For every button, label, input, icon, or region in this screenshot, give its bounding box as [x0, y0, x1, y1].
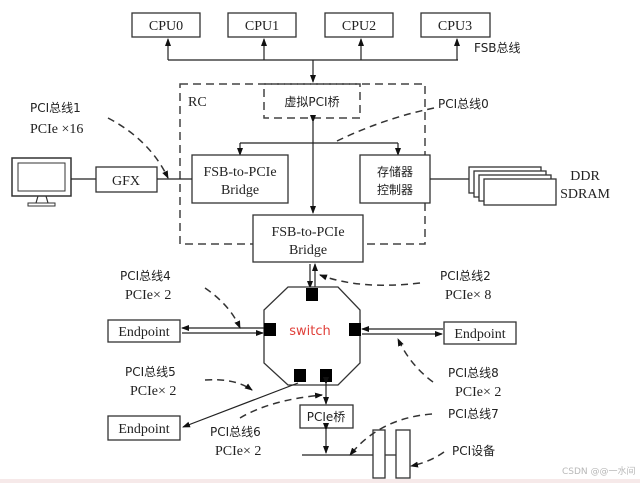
- fsb-bus-label: FSB总线: [474, 41, 521, 55]
- memory-controller: 存储器 控制器: [359, 154, 431, 204]
- bottom-strip: [0, 479, 640, 483]
- pci-bus1-pointer: [107, 117, 169, 179]
- svg-text:存储器: 存储器: [377, 164, 413, 179]
- pci-bus6-label: PCI总线6: [210, 425, 261, 439]
- pci-bus8-pointer: [397, 338, 434, 383]
- svg-text:控制器: 控制器: [377, 183, 413, 197]
- ddr-label: DDR: [570, 169, 600, 184]
- svg-text:Bridge: Bridge: [289, 243, 327, 258]
- switch-port-right: [349, 323, 361, 336]
- cpu-label: CPU0: [149, 19, 183, 34]
- cpu-box-2: CPU2: [324, 12, 394, 38]
- switch-port-down-left: [294, 369, 306, 382]
- pci-bus8-width: PCIe× 2: [455, 385, 501, 400]
- svg-text:Bridge: Bridge: [221, 183, 259, 198]
- watermark: CSDN @@一水间: [562, 465, 636, 477]
- virtual-pci-bridge-label: 虚拟PCI桥: [284, 95, 339, 109]
- pci-device-label: PCI设备: [452, 444, 495, 458]
- fsb-to-pcie-bridge-bottom: FSB-to-PCIe Bridge: [252, 214, 364, 263]
- cpu-label: CPU2: [342, 19, 376, 34]
- endpoint-right: Endpoint: [443, 321, 517, 345]
- fsb-to-pcie-bridge-left: FSB-to-PCIe Bridge: [191, 154, 289, 204]
- pci-bus6-pointer: [239, 392, 323, 419]
- cpu-box-1: CPU1: [227, 12, 297, 38]
- pci-bus4-pointer: [204, 287, 241, 329]
- pci-bus7-pointer: [349, 413, 433, 456]
- svg-text:GFX: GFX: [112, 174, 140, 189]
- cpu-box-0: CPU0: [131, 12, 201, 38]
- gfx-box: GFX: [95, 166, 158, 193]
- endpoint-bottom: Endpoint: [107, 415, 181, 441]
- switch-port-down-right: [320, 369, 332, 382]
- sdram-label: SDRAM: [560, 187, 610, 202]
- endpoint-left: Endpoint: [107, 319, 181, 343]
- pci-bus2-pointer: [319, 274, 421, 286]
- pci-bus8-label: PCI总线8: [448, 366, 499, 380]
- pci-bus5-pointer: [204, 378, 253, 391]
- svg-text:Endpoint: Endpoint: [454, 327, 505, 342]
- pcie-bridge-box: PCIe桥: [299, 404, 354, 429]
- pci-bus5-label: PCI总线5: [125, 365, 176, 379]
- pci-bus0-label: PCI总线0: [438, 97, 489, 111]
- pci-device-pointer: [410, 451, 445, 468]
- pci-bus2-label: PCI总线2: [440, 269, 491, 283]
- pci-bus6-width: PCIe× 2: [215, 444, 261, 459]
- pci-bus5-link: [182, 382, 299, 428]
- svg-text:FSB-to-PCIe: FSB-to-PCIe: [271, 225, 344, 240]
- svg-text:Endpoint: Endpoint: [118, 422, 169, 437]
- pci-bus5-width: PCIe× 2: [130, 384, 176, 399]
- switch-port-up: [306, 288, 318, 301]
- cpu-label: CPU3: [438, 19, 472, 34]
- pci-bus7-label: PCI总线7: [448, 407, 499, 421]
- rc-label: RC: [188, 95, 207, 110]
- fsb-bus: [165, 38, 460, 83]
- pci-bus4-width: PCIe× 2: [125, 288, 171, 303]
- svg-text:PCIe桥: PCIe桥: [307, 410, 346, 424]
- pci-device-cards: [372, 429, 411, 479]
- pci-bus1-label: PCI总线1: [30, 101, 81, 115]
- pci-bus4-label: PCI总线4: [120, 269, 171, 283]
- svg-text:Endpoint: Endpoint: [118, 325, 169, 340]
- ddr-sdram-modules: [468, 166, 557, 206]
- pci-bus2-width: PCIe× 8: [445, 288, 491, 303]
- pci-bus1-width: PCIe ×16: [30, 122, 83, 137]
- switch-port-left: [264, 323, 276, 336]
- switch-label: switch: [289, 324, 331, 339]
- cpu-box-3: CPU3: [420, 12, 491, 38]
- pci-bus0-pointer: [336, 107, 435, 142]
- monitor-icon: [11, 157, 72, 207]
- cpu-label: CPU1: [245, 19, 279, 34]
- svg-text:FSB-to-PCIe: FSB-to-PCIe: [203, 165, 276, 180]
